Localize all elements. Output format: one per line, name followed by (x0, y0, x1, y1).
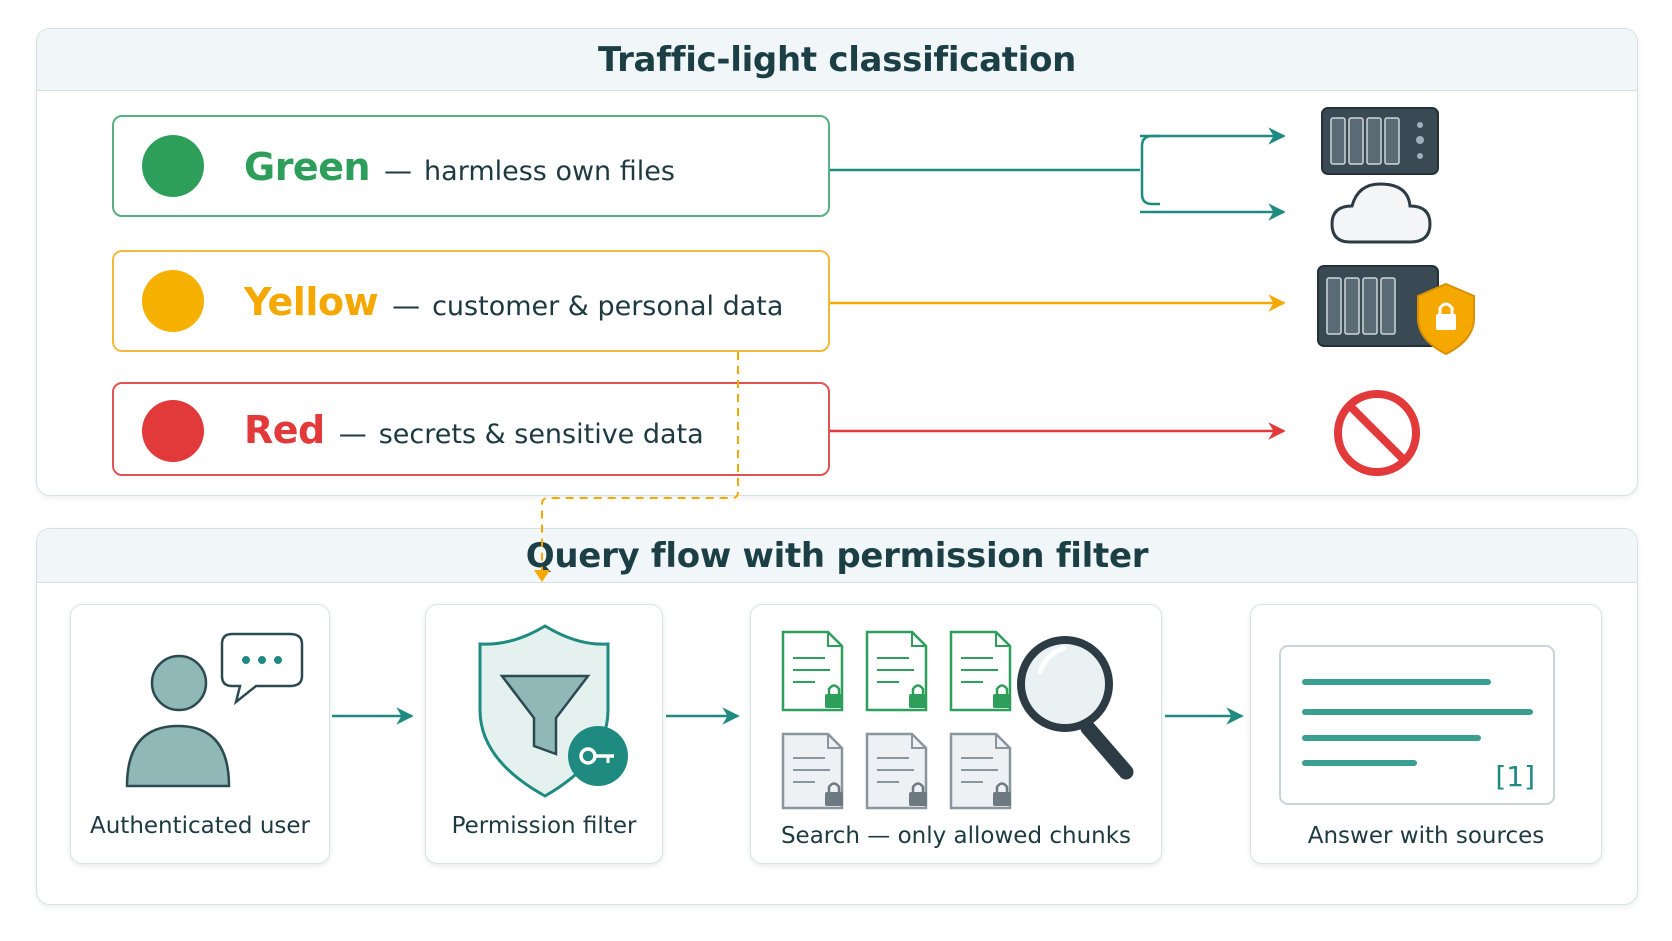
class-desc-red: secrets & sensitive data (378, 419, 704, 450)
citation-marker: [1] (1495, 760, 1535, 793)
step-label-filter: Permission filter (451, 813, 637, 839)
class-dash-yellow: — (392, 289, 421, 322)
locked-server-icon (1317, 265, 1475, 356)
class-name-yellow: Yellow (244, 280, 379, 324)
server-icon (1321, 107, 1439, 175)
class-dash-red: — (338, 417, 367, 450)
yellow-dot-icon (142, 270, 204, 332)
allowed-doc-icon (949, 630, 1012, 712)
step-label-user: Authenticated user (89, 813, 311, 839)
cloud-icon (1330, 182, 1432, 244)
class-name-green: Green (244, 145, 371, 189)
magnifier-icon (1017, 636, 1134, 780)
user-chat-icon (125, 632, 304, 788)
step-label-answer: Answer with sources (1307, 823, 1545, 849)
class-desc-green: harmless own files (424, 156, 675, 187)
classification-header: Traffic-light classification (37, 29, 1637, 91)
class-dash-green: — (384, 154, 413, 187)
class-line-yellow: Yellow — customer & personal data (244, 280, 783, 324)
query-flow-title: Query flow with permission filter (525, 535, 1149, 576)
shield-filter-key-icon (478, 624, 628, 798)
class-box-red: Red — secrets & sensitive data (112, 382, 830, 476)
step-label-search: Search — only allowed chunks (780, 823, 1132, 849)
allowed-doc-icon (865, 630, 928, 712)
prohibited-icon (1334, 390, 1420, 476)
blocked-doc-icon (949, 732, 1012, 810)
class-line-green: Green — harmless own files (244, 145, 675, 189)
blocked-doc-icon (865, 732, 928, 810)
answer-card-icon: [1] (1279, 645, 1555, 805)
class-box-green: Green — harmless own files (112, 115, 830, 217)
red-dot-icon (142, 400, 204, 462)
class-desc-yellow: customer & personal data (432, 291, 784, 322)
class-box-yellow: Yellow — customer & personal data (112, 250, 830, 352)
allowed-doc-icon (781, 630, 844, 712)
green-dot-icon (142, 135, 204, 197)
documents-search-icon (781, 630, 1134, 810)
yellow-dashed-arrowhead (534, 570, 550, 582)
green-connector (830, 127, 1286, 221)
classification-title: Traffic-light classification (597, 39, 1077, 80)
class-name-red: Red (244, 408, 325, 452)
yellow-dashed-link (541, 352, 739, 578)
class-line-red: Red — secrets & sensitive data (244, 408, 704, 452)
query-flow-header: Query flow with permission filter (37, 529, 1637, 583)
blocked-doc-icon (781, 732, 844, 810)
